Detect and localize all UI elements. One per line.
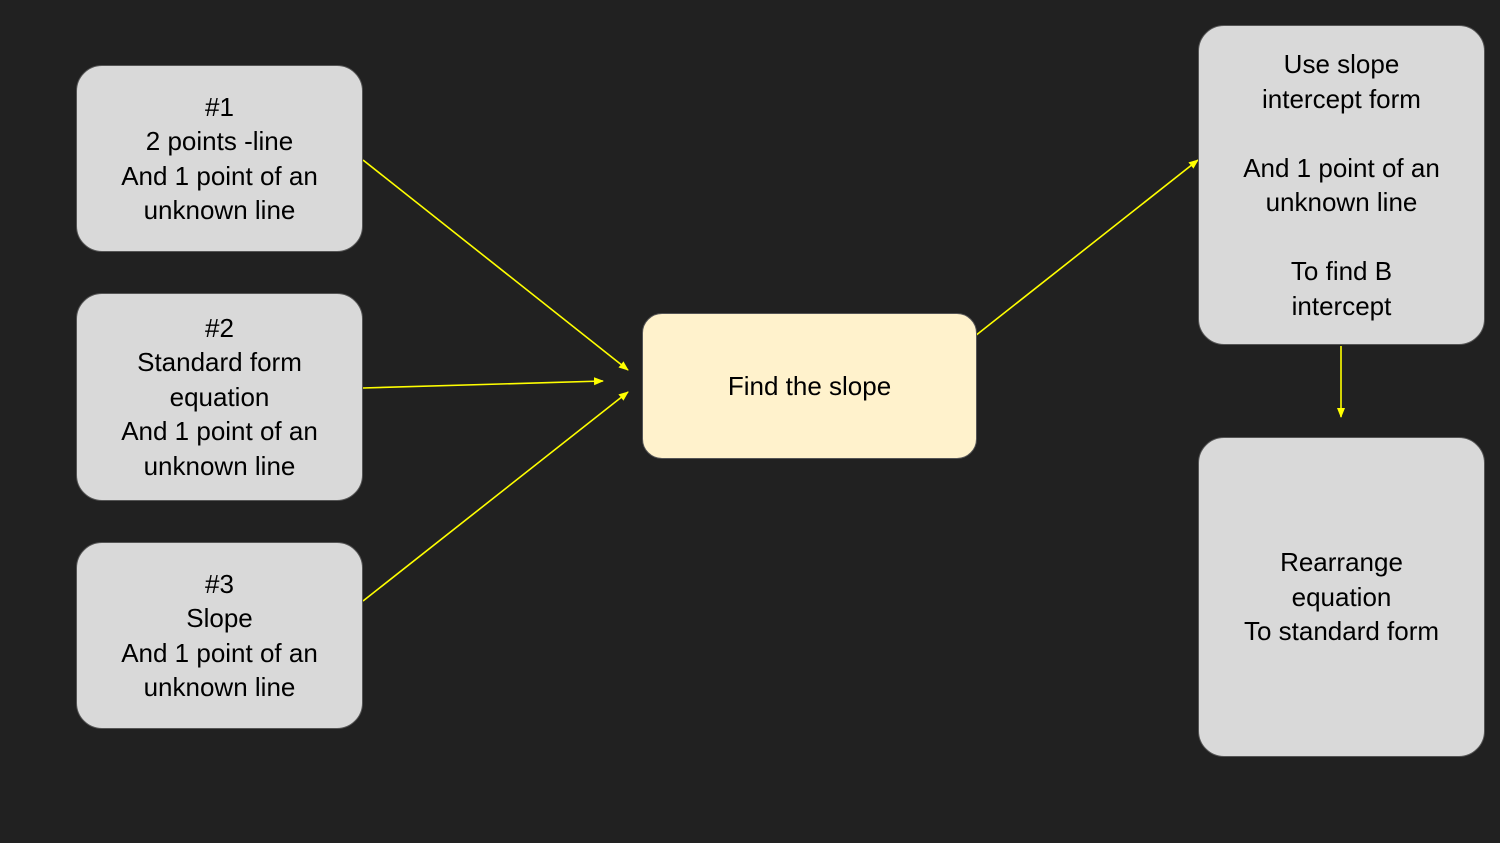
node-case-3: #3 Slope And 1 point of an unknown line (76, 542, 363, 729)
node-slope-intercept: Use slope intercept form And 1 point of … (1198, 25, 1485, 345)
arrow-case3-to-slope (362, 391, 629, 602)
arrow-case2-to-slope (362, 377, 604, 389)
arrow-case1-to-slope (362, 159, 629, 371)
node-find-slope: Find the slope (642, 313, 977, 459)
node-rearrange: Rearrange equation To standard form (1198, 437, 1485, 757)
node-case-1: #1 2 points -line And 1 point of an unkn… (76, 65, 363, 252)
node-case-2: #2 Standard form equation And 1 point of… (76, 293, 363, 501)
